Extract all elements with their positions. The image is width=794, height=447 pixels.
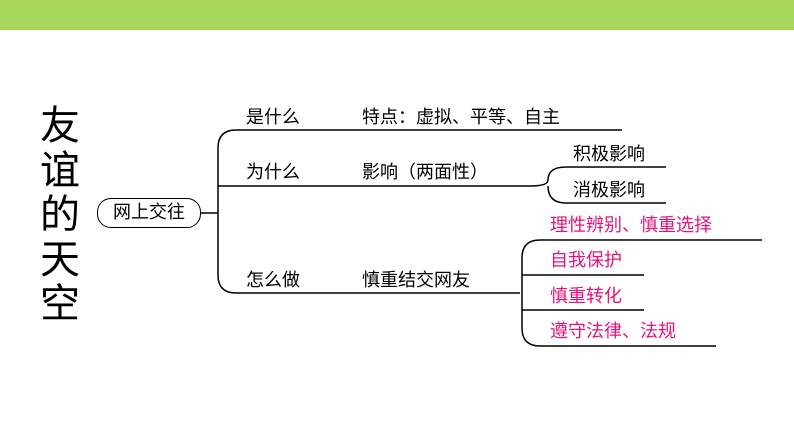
branch-label-what: 是什么 bbox=[246, 107, 300, 128]
branch-detail-what: 特点：虚拟、平等、自主 bbox=[362, 107, 560, 128]
title-char: 天 bbox=[40, 236, 80, 283]
branch-label-how: 怎么做 bbox=[246, 270, 300, 291]
why-sub-item: 消极影响 bbox=[573, 180, 645, 201]
how-sub-item: 慎重转化 bbox=[550, 286, 622, 307]
branch-detail-why: 影响（两面性） bbox=[362, 162, 488, 183]
how-sub-item: 遵守法律、法规 bbox=[550, 321, 676, 342]
branch-label-why: 为什么 bbox=[246, 162, 300, 183]
title-char: 空 bbox=[40, 281, 80, 327]
root-bracket bbox=[201, 129, 237, 294]
vertical-title: 友 谊 的 天 空 bbox=[36, 104, 84, 327]
title-char: 友 bbox=[40, 103, 80, 149]
how-sub-bracket bbox=[521, 239, 762, 347]
why-sub-item: 积极影响 bbox=[573, 144, 645, 165]
root-node: 网上交往 bbox=[97, 198, 201, 228]
title-char: 谊 bbox=[40, 147, 80, 194]
how-sub-item: 自我保护 bbox=[550, 250, 622, 271]
why-sub-bracket bbox=[529, 166, 666, 204]
title-char: 的 bbox=[40, 192, 80, 238]
branch-detail-how: 慎重结交网友 bbox=[362, 270, 470, 291]
how-sub-item: 理性辨别、慎重选择 bbox=[550, 215, 712, 236]
top-accent-bar bbox=[0, 0, 794, 30]
